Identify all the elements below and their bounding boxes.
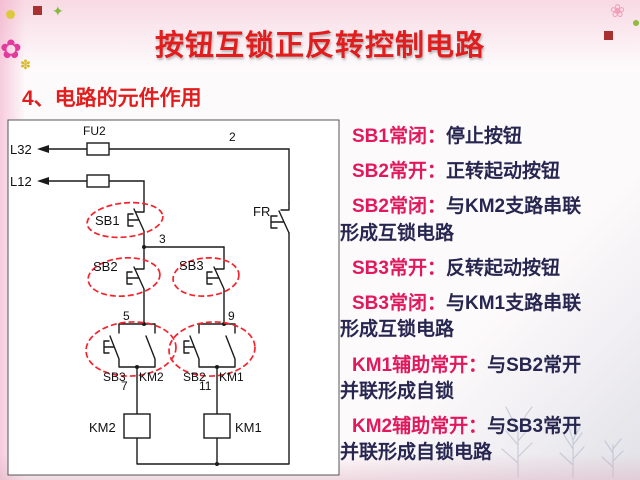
explanation-item: KM2辅助常开：与SB3常开 并联形成自锁电路	[340, 414, 638, 466]
highlight-ellipse-sb1	[86, 201, 164, 239]
circuit-wires	[48, 148, 290, 465]
definition-text: 与KM1支路串联 形成互锁电路	[340, 293, 582, 341]
decor-flower-topright-icon: ❀	[610, 1, 626, 21]
label-sb3: SB3	[179, 258, 204, 273]
term-text: KM1辅助常开：	[352, 354, 488, 376]
definition-text: 与SB2常开 并联形成自锁	[340, 354, 582, 402]
section-heading: 4、电路的元件作用	[22, 87, 202, 110]
term-text: KM2辅助常开：	[352, 415, 488, 437]
term-text: SB1常闭：	[352, 126, 446, 147]
node-number-5: 5	[123, 309, 130, 323]
term-text: SB2常开：	[352, 161, 446, 183]
explanation-item: SB3常开：反转起动按钮	[340, 256, 638, 282]
label-fu2: FU2	[83, 124, 106, 138]
definition-text: 与KM2支路串联 形成互锁电路	[340, 196, 582, 244]
sb1-stop-button-symbol	[127, 204, 145, 248]
fuse-fu2-top	[86, 142, 110, 156]
node-number-11: 11	[199, 379, 212, 393]
label-fr: FR	[253, 204, 270, 219]
label-l12: L12	[10, 174, 32, 189]
node-number-2: 2	[229, 130, 236, 144]
definition-text: 反转起动按钮	[445, 257, 560, 279]
explanation-item: KM1辅助常开：与SB2常开 并联形成自锁	[340, 353, 638, 405]
decor-flower-icon: ✿	[0, 34, 22, 64]
decor-sparkle-icon: ✦	[52, 3, 64, 19]
label-sb1: SB1	[95, 213, 120, 228]
label-l32: L32	[10, 142, 32, 157]
explanation-list: SB1常闭：停止按钮 SB2常开：正转起动按钮 SB2常闭：与KM2支路串联 形…	[340, 124, 638, 475]
node-number-3: 3	[159, 232, 166, 246]
circuit-diagram: L32 L12 FU2 2 3 5 9 7 11 SB1 SB2 SB3 SB3…	[7, 119, 340, 476]
label-sb2: SB2	[93, 259, 118, 274]
label-pair-right-sb2: SB2	[183, 370, 206, 384]
supply-arrow-top	[37, 145, 49, 153]
fuse-fu2-bottom	[86, 174, 110, 188]
label-pair-left-km2: KM2	[139, 370, 164, 384]
km1-coil	[203, 413, 231, 439]
contactor-coils	[123, 413, 231, 439]
term-text: SB3常闭：	[352, 293, 446, 315]
explanation-item: SB2常开：正转起动按钮	[340, 159, 638, 185]
highlight-ellipse-sb3	[172, 257, 240, 297]
wire-bottom-return	[136, 232, 290, 465]
highlight-ellipse-left-pair	[85, 321, 177, 377]
wire-second-supply	[48, 180, 145, 206]
sb3-button-symbol	[206, 246, 225, 325]
decor-small-flower-icon: ✽	[20, 57, 31, 72]
decor-red-square-topright	[604, 31, 613, 40]
definition-text: 与SB3常开 并联形成自锁电路	[340, 415, 582, 464]
km2-coil	[123, 413, 151, 439]
fr-thermal-contact-symbol	[270, 202, 290, 234]
label-coil-km2: KM2	[89, 420, 116, 435]
node-number-9: 9	[228, 309, 235, 323]
label-pair-right-km1: KM1	[219, 370, 244, 384]
label-coil-km1: KM1	[235, 420, 262, 435]
decor-yellow-dot	[6, 10, 15, 19]
slide-title: 按钮互锁正反转控制电路	[154, 30, 485, 62]
explanation-item: SB2常闭：与KM2支路串联 形成互锁电路	[340, 194, 638, 246]
label-pair-left-sb3: SB3	[103, 370, 126, 384]
decor-winter-trees	[501, 406, 624, 478]
node-number-7: 7	[121, 379, 128, 393]
wire-top-supply	[48, 148, 290, 204]
supply-arrow-bottom	[37, 177, 49, 185]
explanation-item: SB3常闭：与KM1支路串联 形成互锁电路	[340, 291, 638, 343]
fuse-symbols	[86, 142, 110, 188]
sb2-button-symbol	[126, 246, 145, 325]
definition-text: 正转起动按钮	[445, 161, 560, 183]
decor-red-square-topleft	[33, 6, 42, 15]
explanation-item: SB1常闭：停止按钮	[340, 124, 638, 150]
decor-green-dot	[633, 20, 639, 26]
highlight-ellipse-sb2	[87, 256, 161, 298]
term-text: SB2常闭：	[352, 196, 446, 218]
circuit-labels: L32 L12 FU2 2 3 5 9 7 11 SB1 SB2 SB3 SB3…	[10, 124, 270, 435]
term-text: SB3常开：	[352, 257, 446, 279]
circuit-border	[7, 119, 340, 476]
definition-text: 停止按钮	[445, 126, 522, 147]
